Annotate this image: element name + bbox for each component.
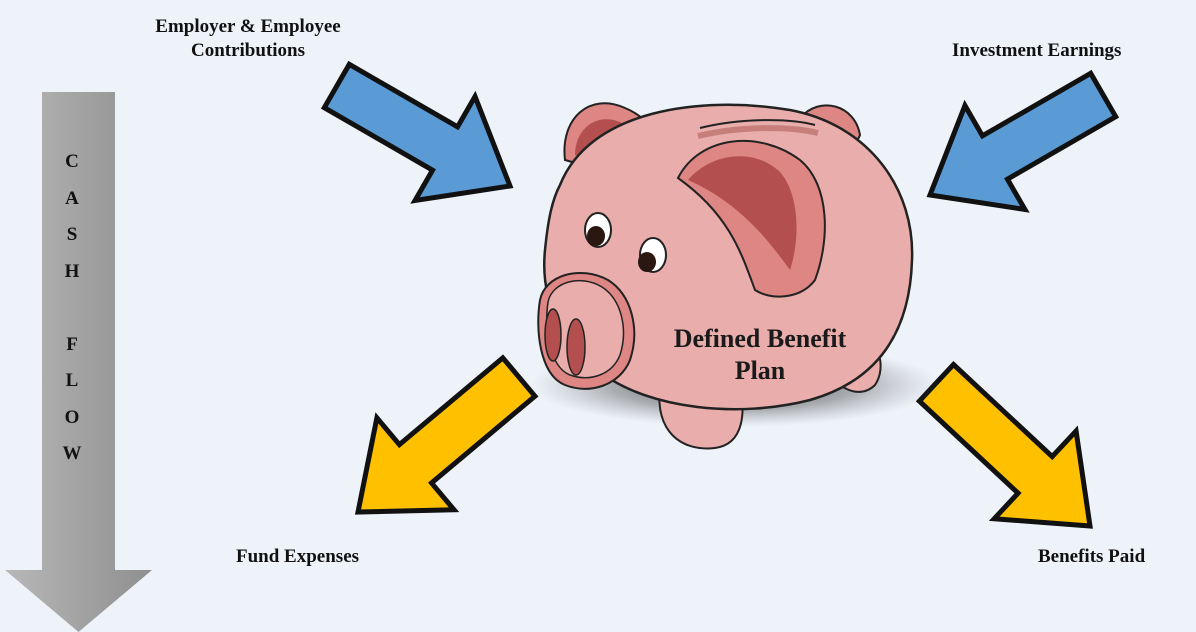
cash-flow-letter: S	[66, 224, 78, 245]
fund-expenses-label: Fund Expenses	[236, 546, 360, 567]
contributions-label: Employer & Employee Contributions	[108, 15, 388, 63]
benefits-paid-arrow	[915, 360, 1093, 529]
piggy-bank-icon	[530, 102, 940, 450]
benefits-paid-label: Benefits Paid	[1038, 546, 1146, 567]
cash-flow-arrow	[5, 92, 152, 632]
cash-flow-letter: C	[65, 151, 79, 172]
cash-flow-letter: O	[64, 406, 80, 428]
cash-flow-letter: F	[66, 333, 78, 355]
contributions-label-line1: Employer & Employee	[155, 16, 341, 37]
investment-arrow	[926, 69, 1120, 213]
contributions-label-line2: Contributions	[190, 40, 306, 61]
plan-label-line2: Plan	[734, 356, 786, 385]
cash-flow-text: C A S H F L O W	[58, 150, 86, 479]
cash-flow-letter: H	[64, 260, 80, 282]
cash-flow-letter: A	[65, 187, 79, 209]
investment-earnings-label: Investment Earnings	[952, 40, 1122, 61]
fund-expenses-arrow	[354, 354, 539, 515]
cash-flow-letter: W	[62, 443, 82, 464]
plan-label: Defined Benefit Plan	[640, 323, 880, 387]
plan-label-line1: Defined Benefit	[673, 324, 847, 353]
contributions-arrow	[320, 60, 514, 204]
cash-flow-letter: L	[65, 370, 79, 391]
